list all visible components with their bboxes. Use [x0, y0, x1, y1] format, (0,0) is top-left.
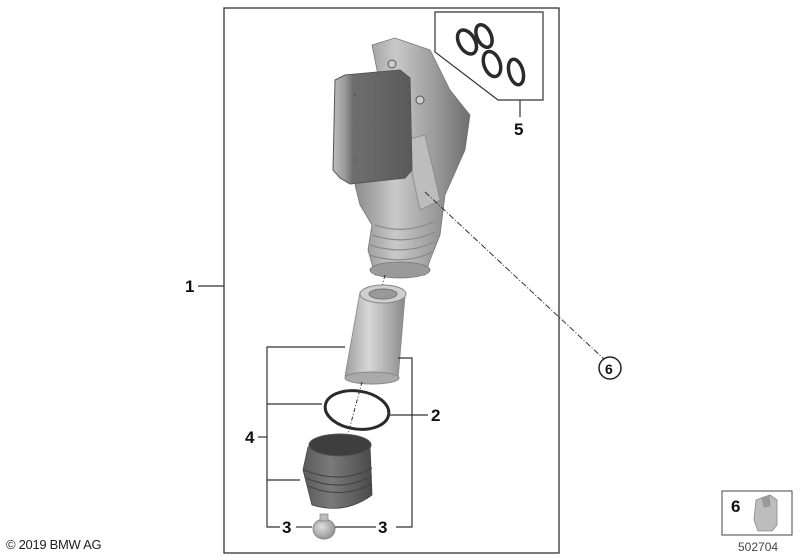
callout-1[interactable]: 1 [185, 277, 194, 296]
callout-6-circle[interactable] [598, 356, 622, 380]
o-ring-icon [323, 389, 391, 431]
callout-5[interactable]: 5 [514, 120, 523, 139]
drain-plug-icon [312, 513, 336, 540]
callout-6[interactable]: 6 [605, 361, 613, 377]
assembly-frame [223, 7, 560, 554]
callout-3-right[interactable]: 3 [378, 518, 387, 537]
callout-2-bracket [335, 357, 428, 528]
filter-cap-icon [302, 433, 373, 509]
callout-6-leader [424, 191, 606, 361]
callout-2[interactable]: 2 [431, 406, 440, 425]
gasket-set-box [434, 11, 544, 101]
gasket-set-icon [455, 22, 526, 87]
callout-4-bracket [258, 346, 345, 528]
inset-label: 6 [731, 497, 740, 516]
oil-filter-housing-icon [332, 37, 471, 279]
callout-4[interactable]: 4 [245, 428, 255, 447]
copyright-text: © 2019 BMW AG [6, 537, 102, 552]
oil-filter-cartridge-icon [344, 284, 407, 385]
clip-icon [753, 494, 778, 532]
callout-3-left[interactable]: 3 [282, 518, 291, 537]
image-number: 502704 [738, 540, 779, 554]
